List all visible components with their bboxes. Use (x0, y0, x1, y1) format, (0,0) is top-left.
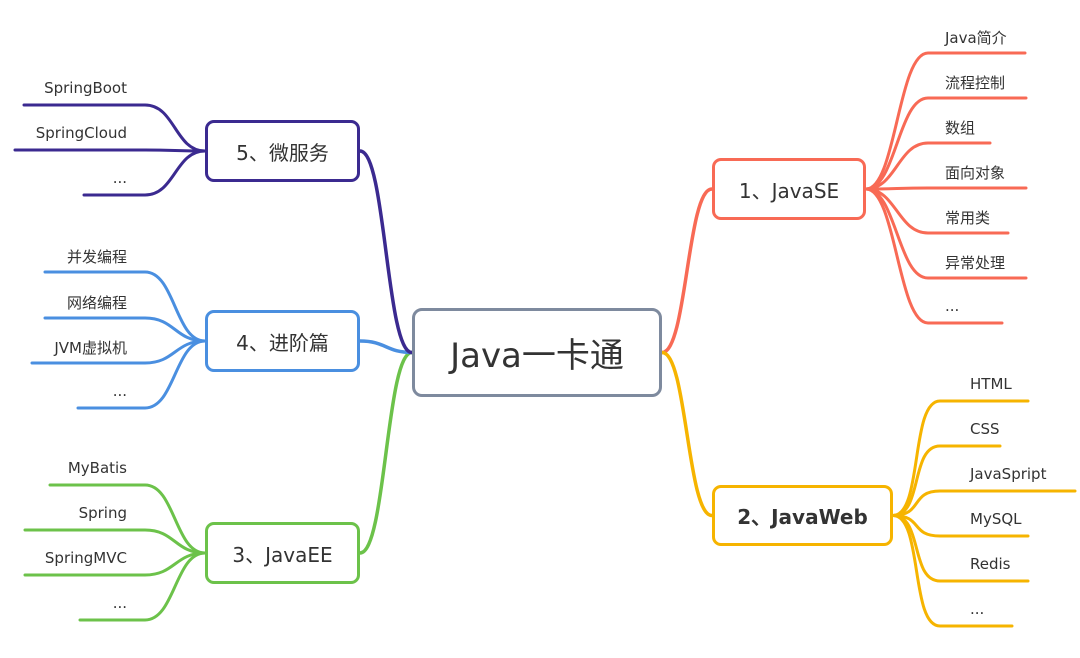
leaf-connector (891, 444, 1002, 517)
topic-node-advanced[interactable]: 4、进阶篇 (205, 310, 360, 372)
leaf-javase[interactable]: Java简介 (945, 29, 1007, 47)
leaf-javaweb[interactable]: JavaSpript (970, 465, 1047, 483)
topic-node-microservices[interactable]: 5、微服务 (205, 120, 360, 182)
leaf-javase[interactable]: 常用类 (945, 209, 991, 227)
connector-javase (660, 187, 714, 355)
leaf-javaee[interactable]: ... (112, 594, 127, 612)
leaf-connector (23, 528, 207, 555)
leaf-javase[interactable]: 数组 (945, 119, 976, 137)
leaf-connector (864, 141, 992, 191)
connector-javaweb (660, 350, 714, 518)
leaf-connector (864, 187, 1004, 325)
leaf-connector (891, 514, 1014, 628)
leaf-advanced[interactable]: ... (112, 382, 127, 400)
leaf-javaee[interactable]: SpringMVC (44, 549, 127, 567)
leaf-connector (78, 551, 207, 622)
leaf-javaweb[interactable]: Redis (970, 555, 1011, 573)
topic-node-javase[interactable]: 1、JavaSE (712, 158, 866, 220)
leaf-javaweb[interactable]: CSS (970, 420, 1000, 438)
leaf-connector (13, 148, 207, 153)
connector-microservices (358, 149, 414, 355)
leaf-connector (864, 96, 1028, 191)
topic-node-javaee[interactable]: 3、JavaEE (205, 522, 360, 584)
connector-advanced (358, 339, 414, 355)
leaf-javaee[interactable]: MyBatis (67, 459, 127, 477)
leaf-connector (76, 339, 207, 410)
leaf-javase[interactable]: 异常处理 (945, 254, 1006, 272)
leaf-javase[interactable]: ... (945, 297, 960, 315)
leaf-connector (891, 489, 1077, 517)
leaf-connector (891, 399, 1030, 517)
leaf-connector (82, 149, 207, 197)
leaf-javaweb[interactable]: ... (970, 600, 985, 618)
leaf-microservices[interactable]: SpringBoot (44, 79, 127, 97)
leaf-javaee[interactable]: Spring (78, 504, 127, 522)
leaf-javaweb[interactable]: MySQL (970, 510, 1022, 528)
leaf-connector (864, 186, 1028, 191)
leaf-connector (43, 316, 207, 343)
leaf-microservices[interactable]: SpringCloud (35, 124, 127, 142)
leaf-microservices[interactable]: ... (112, 169, 127, 187)
root-node[interactable]: Java一卡通 (412, 308, 662, 397)
leaf-advanced[interactable]: 网络编程 (66, 294, 127, 312)
leaf-javase[interactable]: 流程控制 (945, 74, 1006, 92)
leaf-connector (43, 270, 207, 343)
leaf-connector (22, 103, 207, 153)
leaf-javase[interactable]: 面向对象 (945, 164, 1006, 182)
leaf-connector (864, 51, 1027, 191)
topic-node-javaweb[interactable]: 2、JavaWeb (712, 485, 893, 546)
leaf-connector (48, 483, 207, 555)
leaf-advanced[interactable]: JVM虚拟机 (54, 339, 127, 357)
connector-javaee (358, 350, 414, 555)
leaf-javaweb[interactable]: HTML (970, 375, 1012, 393)
leaf-advanced[interactable]: 并发编程 (66, 248, 127, 266)
